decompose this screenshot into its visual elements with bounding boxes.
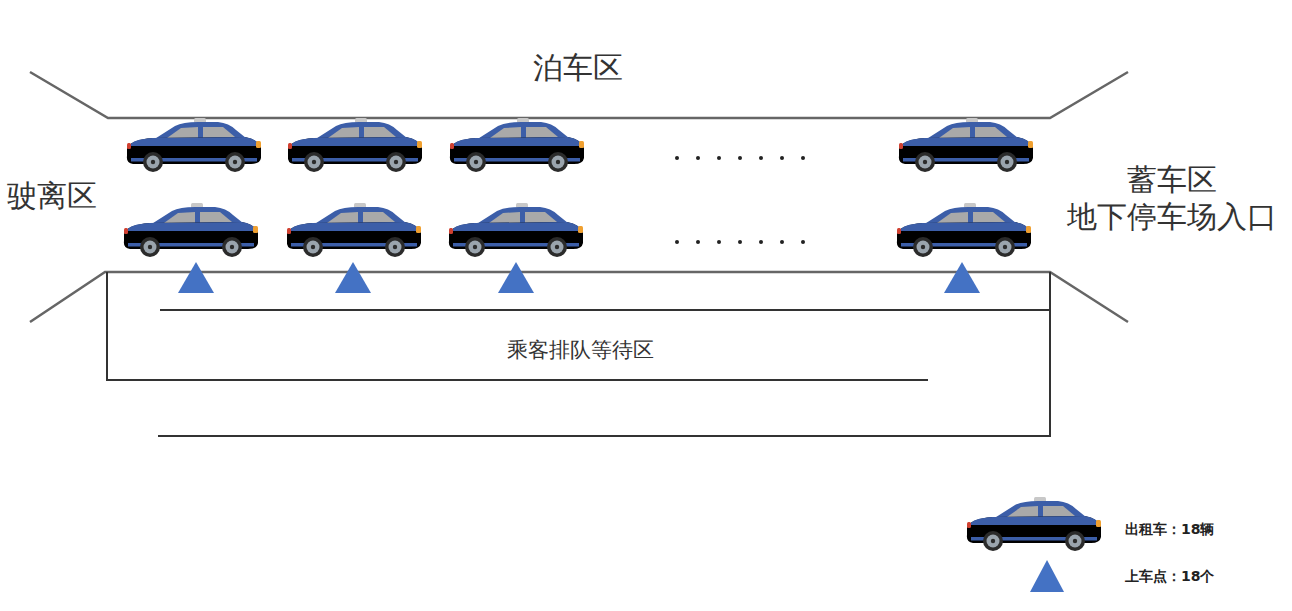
zone-label: 泊车区 bbox=[533, 49, 623, 87]
pickup-point bbox=[178, 262, 980, 293]
area-label: 乘客排队等待区 bbox=[507, 337, 654, 363]
legend-text: 出租车：18辆 bbox=[1125, 521, 1214, 539]
road-boundary bbox=[30, 72, 1128, 322]
zone-label: 蓄车区 地下停车场入口 bbox=[1062, 161, 1282, 236]
zone-label: 驶离区 bbox=[7, 177, 97, 215]
ellipsis-dots bbox=[675, 156, 805, 244]
legend-text: 上车点：18个 bbox=[1125, 568, 1214, 586]
queue-rails bbox=[107, 272, 1050, 436]
taxi-row bbox=[124, 118, 1033, 257]
legend-samples bbox=[967, 497, 1101, 592]
